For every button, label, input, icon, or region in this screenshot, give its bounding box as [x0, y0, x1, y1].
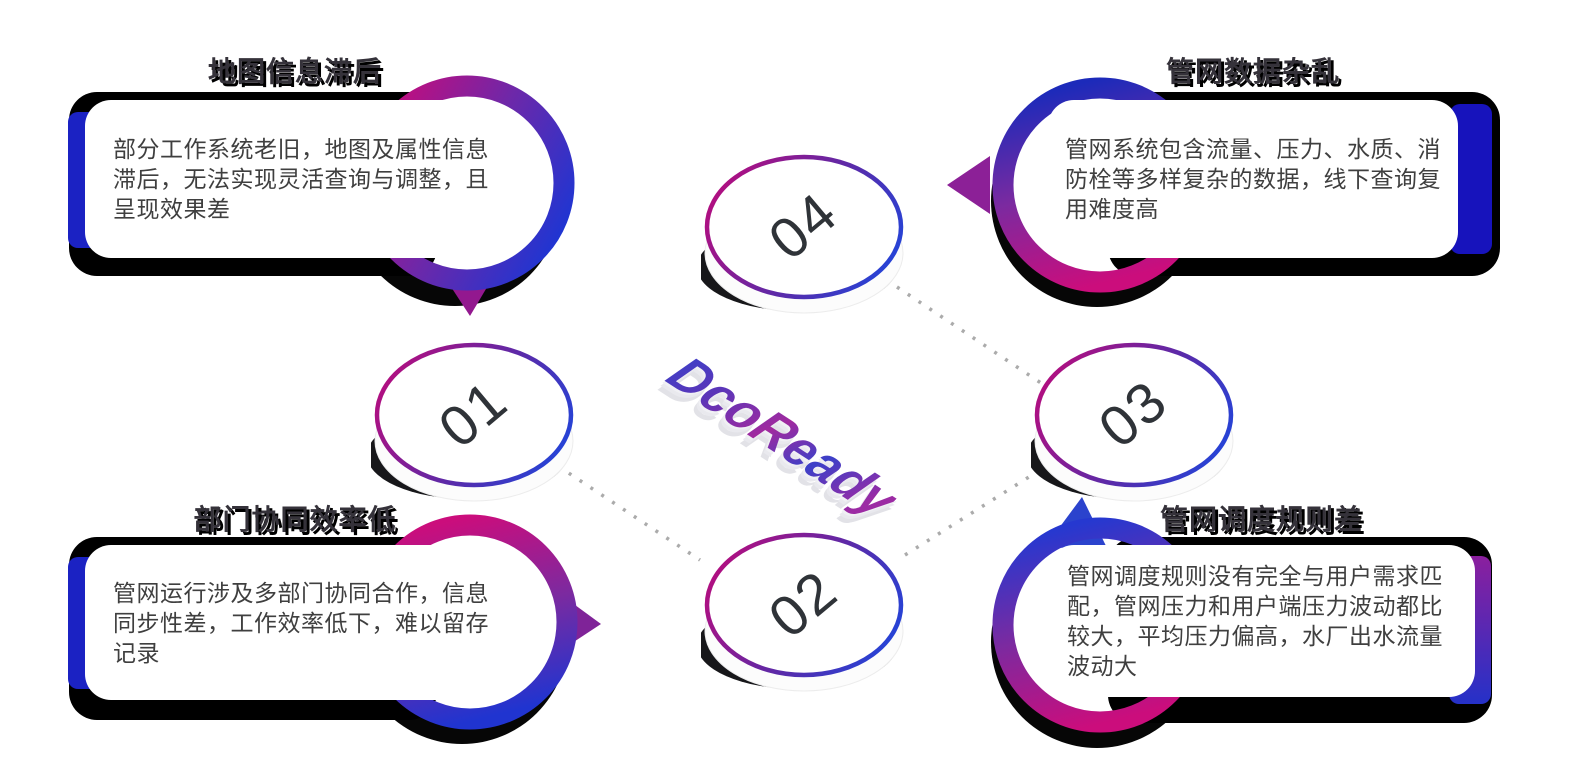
- disc-04: 04: [701, 154, 904, 314]
- disc-03: 03: [1031, 342, 1234, 502]
- callout-top-left: 部分工作系统老旧，地图及属性信息 滞后，无法实现灵活查询与调整，且 呈现效果差: [85, 100, 505, 258]
- callout-title: 管网数据杂乱: [1165, 56, 1340, 87]
- callout-body: 管网调度规则没有完全与用户需求匹 配，管网压力和用户端压力波动都比 较大，平均压…: [1067, 563, 1443, 679]
- disc-face: [1034, 342, 1234, 488]
- connector-04-03: [896, 285, 1054, 393]
- callout-title: 管网调度规则差: [1159, 504, 1363, 535]
- connector-02-03: [904, 463, 1049, 557]
- disc-face: [704, 532, 904, 678]
- connector-01-02: [557, 464, 701, 562]
- callout-title: 部门协同效率低: [193, 504, 397, 535]
- disc-02: 02: [701, 532, 904, 692]
- callout-body: 管网系统包含流量、压力、水质、消 防栓等多样复杂的数据，线下查询复 用难度高: [1065, 136, 1441, 222]
- callout-body: 管网运行涉及多部门协同合作，信息 同步性差，工作效率低下，难以留存 记录: [113, 579, 489, 666]
- callout-body: 部分工作系统老旧，地图及属性信息 滞后，无法实现灵活查询与调整，且 呈现效果差: [113, 136, 489, 222]
- disc-face: [374, 342, 574, 488]
- callout-title: 地图信息滞后: [207, 56, 382, 87]
- callout-bottom-right: 管网调度规则没有完全与用户需求匹 配，管网压力和用户端压力波动都比 较大，平均压…: [1048, 545, 1475, 697]
- callout-bottom-left: 管网运行涉及多部门协同合作，信息 同步性差，工作效率低下，难以留存 记录: [85, 545, 505, 700]
- callout-top-right: 管网系统包含流量、压力、水质、消 防栓等多样复杂的数据，线下查询复 用难度高: [1048, 100, 1458, 258]
- disc-face: [704, 154, 904, 300]
- disc-01: 01: [371, 342, 574, 502]
